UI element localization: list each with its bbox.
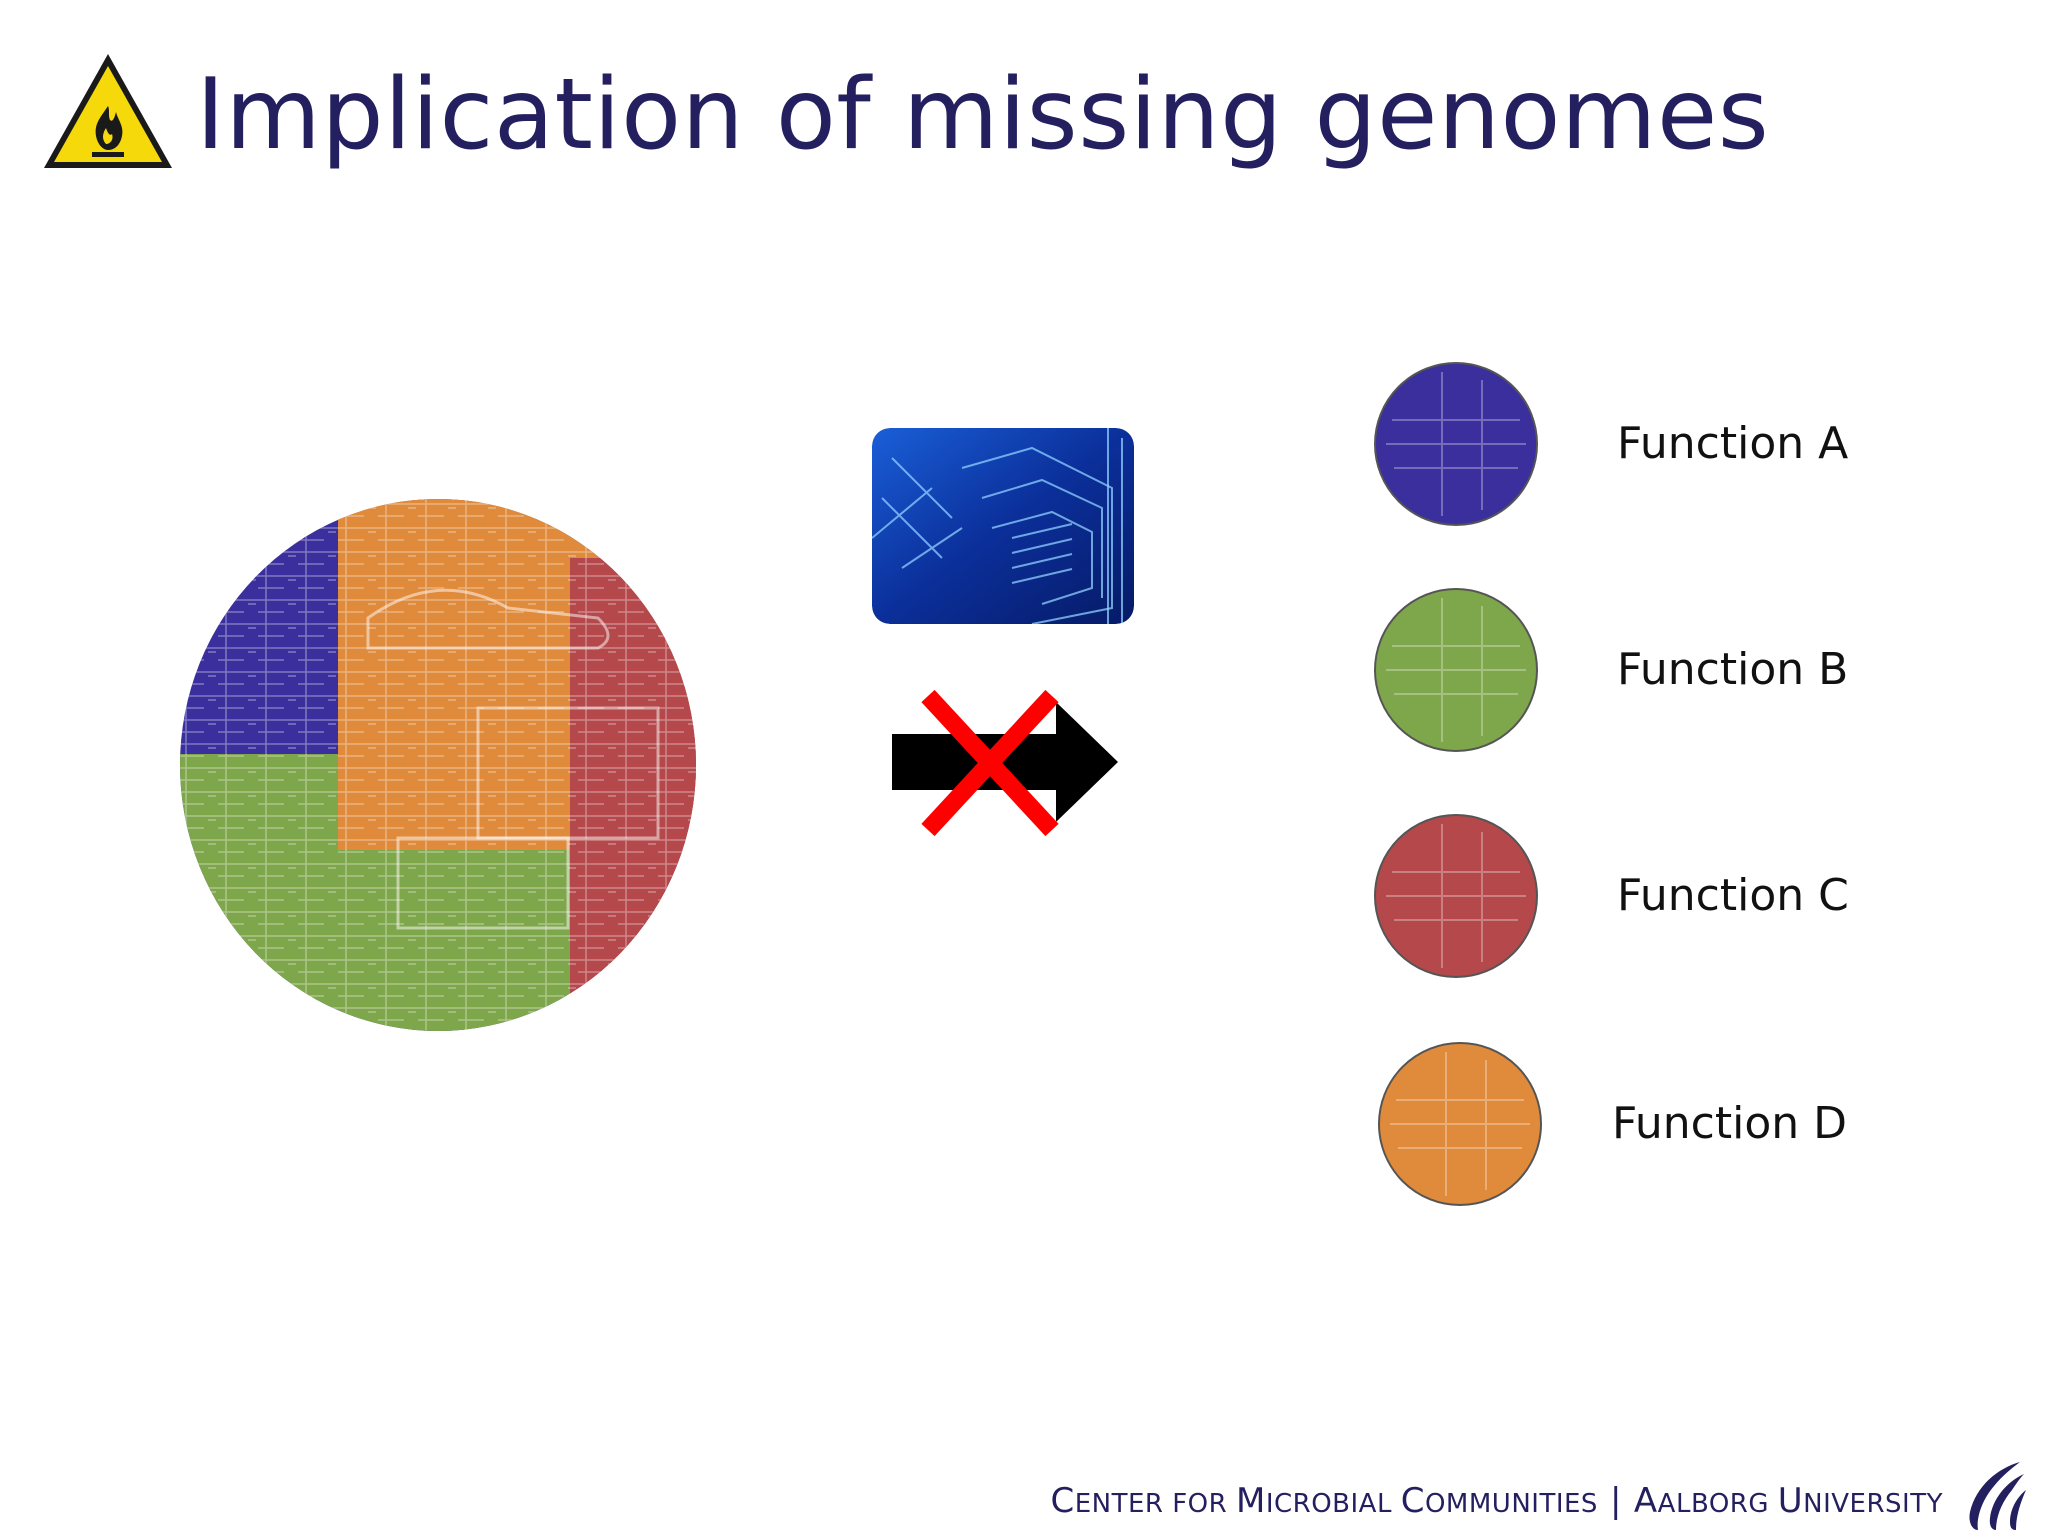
- red-x-icon: [921, 690, 1059, 836]
- footer-text: CENTER FOR MICROBIAL COMMUNITIES|AALBORG…: [1050, 1478, 1943, 1527]
- function-row-b: Function B: [0, 586, 2048, 756]
- function-row-c: Function C: [0, 812, 2048, 982]
- function-row-d: Function D: [0, 1040, 2048, 1210]
- function-b-circle: [1374, 588, 1538, 752]
- function-a-circle: [1374, 362, 1538, 526]
- footer-separator: |: [1609, 1481, 1622, 1521]
- function-c-circle: [1374, 814, 1538, 978]
- function-c-label: Function C: [1617, 870, 1849, 921]
- slide-title: Implication of missing genomes: [196, 58, 1770, 172]
- blocked-arrow: [892, 690, 1118, 836]
- genome-collage: [180, 499, 696, 1031]
- database-diagram-icon: [872, 428, 1134, 624]
- aalborg-university-logo: [1969, 1462, 2026, 1530]
- function-d-circle: [1378, 1042, 1542, 1206]
- function-row-a: Function A: [0, 360, 2048, 530]
- flammable-warning-icon: [44, 54, 172, 168]
- function-d-label: Function D: [1612, 1098, 1848, 1149]
- function-a-label: Function A: [1617, 418, 1849, 469]
- right-arrow-icon: [892, 702, 1118, 822]
- function-b-label: Function B: [1617, 644, 1849, 695]
